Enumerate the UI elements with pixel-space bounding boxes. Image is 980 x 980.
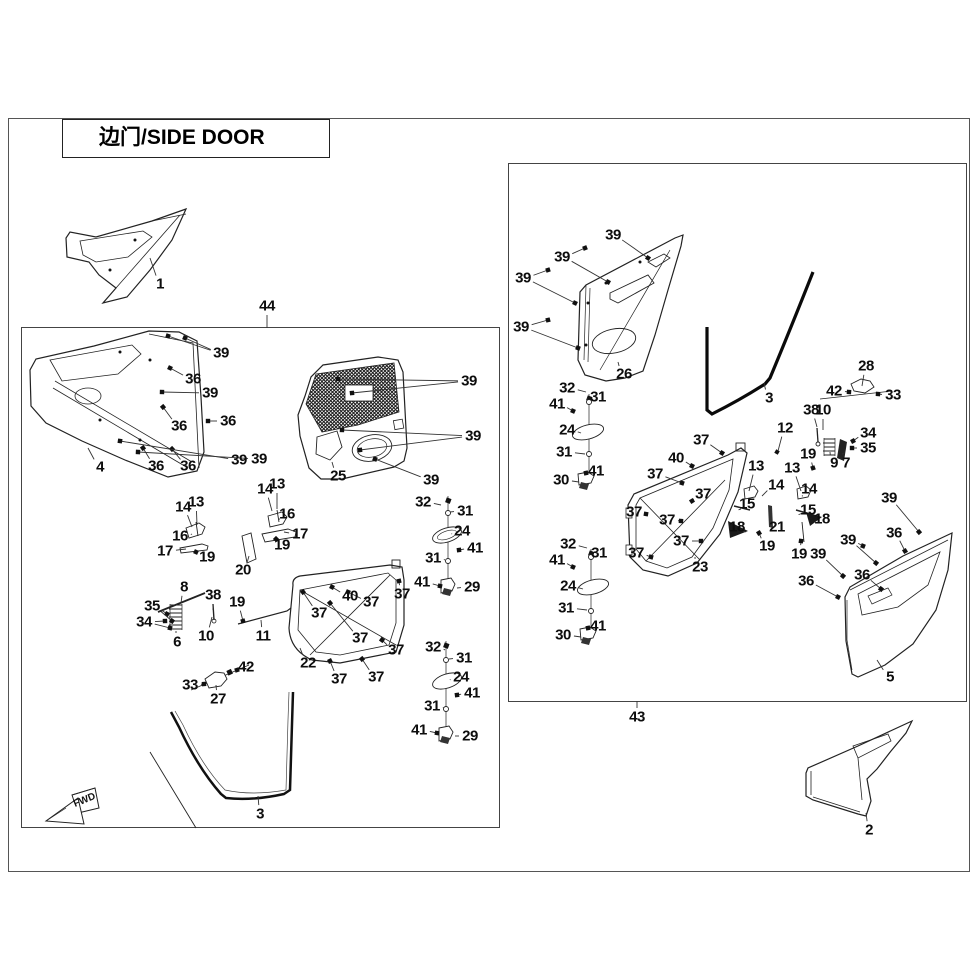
bracket-27-drawing — [190, 664, 250, 691]
door-panel-25-drawing — [297, 356, 408, 480]
door-frame-23-drawing — [625, 442, 748, 577]
hinge-parts-left-drawing — [179, 509, 297, 564]
hardware-cluster-top-right-drawing — [774, 378, 893, 461]
latch-24-chains-right-drawing — [571, 394, 610, 645]
assembly-box-left-44 — [21, 327, 500, 828]
spring-9-drawing — [823, 438, 836, 456]
seal-3-left-drawing — [169, 691, 295, 801]
assembly-box-right-43 — [508, 163, 967, 702]
door-panel-4-drawing — [29, 330, 205, 478]
seal-3-right-drawing — [705, 271, 815, 416]
title-box: 边门/SIDE DOOR — [62, 119, 330, 158]
fwd-arrow: FWD — [44, 751, 197, 829]
door-frame-22-drawing — [288, 559, 405, 664]
latch-24-chains-left-drawing — [432, 496, 462, 744]
page-frame — [8, 118, 970, 872]
door-panel-2-drawing — [805, 719, 914, 817]
page-title: 边门/SIDE DOOR — [99, 126, 265, 149]
hinge-parts-right-drawing — [728, 485, 822, 543]
door-panel-26-drawing — [577, 234, 684, 382]
door-panel-1-drawing — [65, 207, 188, 305]
